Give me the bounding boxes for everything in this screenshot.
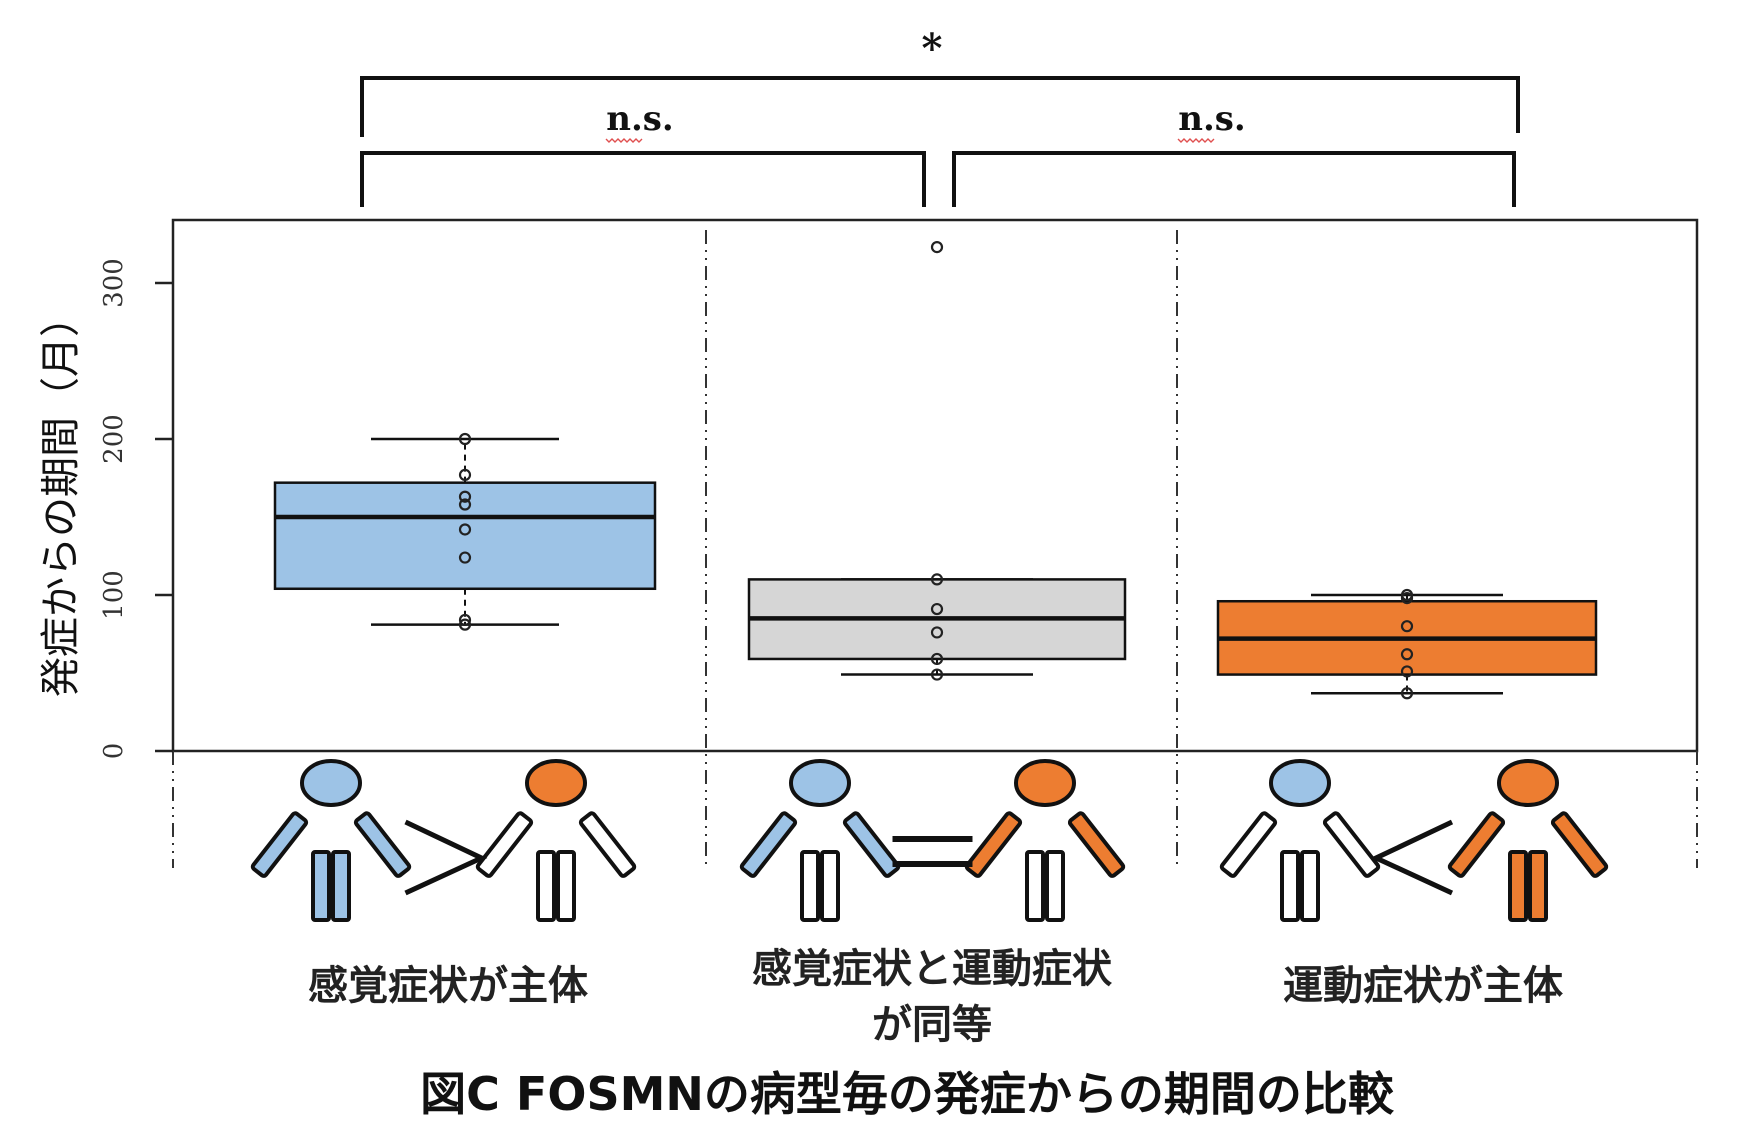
right-arm-shape [1550, 811, 1609, 878]
significance-label: * [922, 25, 943, 72]
person-icon [1219, 759, 1381, 922]
data-point [458, 432, 472, 446]
y-axis-label: 発症からの期間（月） [38, 297, 84, 697]
data-point [458, 468, 472, 481]
head-shape [1497, 759, 1559, 807]
box-2 [747, 241, 1127, 681]
category-label: 運動症状が主体 [1283, 963, 1563, 1009]
data-point [1400, 665, 1414, 678]
spellcheck-squiggle [1177, 138, 1215, 143]
left-leg-shape [1025, 850, 1045, 922]
data-point [930, 573, 944, 586]
data-point [458, 490, 472, 503]
data-point [930, 626, 944, 639]
left-arm-shape [964, 811, 1023, 878]
category-label: 感覚症状が主体 [308, 963, 588, 1009]
left-arm-shape [1219, 811, 1278, 878]
right-arm-shape [1067, 811, 1126, 878]
data-point [930, 652, 944, 666]
right-arm-shape [1322, 811, 1381, 878]
data-point [458, 523, 472, 536]
head-shape [1269, 759, 1331, 807]
category-label: が同等 [872, 1002, 992, 1048]
plot-frame [171, 218, 1699, 868]
y-tick-label: 300 [99, 258, 129, 308]
box-1 [273, 432, 657, 631]
right-arm-shape [842, 811, 901, 878]
right-arm-shape [353, 811, 412, 878]
y-tick-label: 100 [99, 570, 129, 620]
person-icon [250, 759, 412, 922]
figure-title: 図C FOSMNの病型毎の発症からの期間の比較 [420, 1067, 1395, 1121]
data-point [458, 613, 472, 627]
y-tick-label: 200 [99, 414, 129, 464]
right-leg-shape [1300, 850, 1320, 922]
box-3 [1216, 588, 1598, 700]
greater-than-symbol [404, 819, 488, 896]
person-icon [739, 759, 901, 922]
right-leg-shape [1045, 850, 1065, 922]
y-axis: 0 100 200 300 [99, 258, 173, 759]
significance-brackets: * n.s. n.s. [360, 25, 1520, 207]
right-leg-shape [1528, 850, 1548, 922]
significance-label: n.s. [606, 99, 674, 139]
right-leg-shape [556, 850, 576, 922]
left-leg-shape [1508, 850, 1528, 922]
right-leg-shape [820, 850, 840, 922]
significance-bracket: * [360, 25, 1520, 137]
left-leg-shape [536, 850, 556, 922]
bracket-line [360, 76, 1520, 137]
left-leg-shape [800, 850, 820, 922]
person-icon [964, 759, 1126, 922]
data-point [930, 241, 944, 254]
left-leg-shape [311, 850, 331, 922]
significance-label: n.s. [1178, 99, 1246, 139]
plot-border [171, 218, 1699, 753]
head-shape [300, 759, 362, 807]
less-than-symbol [1370, 819, 1454, 896]
head-shape [1014, 759, 1076, 807]
data-point [930, 602, 944, 616]
data-point [1400, 620, 1414, 633]
left-arm-shape [250, 811, 309, 878]
person-icon [1447, 759, 1609, 922]
category-icons [250, 759, 1609, 922]
left-arm-shape [475, 811, 534, 878]
y-tick-label: 0 [99, 743, 129, 760]
data-point [1400, 648, 1414, 661]
significance-bracket: n.s. [360, 99, 926, 207]
data-point [458, 618, 472, 631]
significance-bracket: n.s. [952, 99, 1516, 207]
spellcheck-squiggle [605, 138, 643, 143]
data-point [930, 668, 944, 681]
data-point [1400, 687, 1414, 700]
left-arm-shape [1447, 811, 1506, 878]
head-shape [789, 759, 851, 807]
left-leg-shape [1280, 850, 1300, 922]
person-icon [475, 759, 637, 922]
head-shape [525, 759, 587, 807]
bracket-line [360, 151, 926, 207]
data-point [1400, 592, 1414, 605]
data-point [458, 498, 472, 511]
right-arm-shape [578, 811, 637, 878]
left-arm-shape [739, 811, 798, 878]
right-leg-shape [331, 850, 351, 922]
bracket-line [952, 151, 1516, 207]
data-point [458, 551, 472, 564]
box-series [273, 241, 1598, 700]
category-label: 感覚症状と運動症状 [752, 946, 1113, 992]
